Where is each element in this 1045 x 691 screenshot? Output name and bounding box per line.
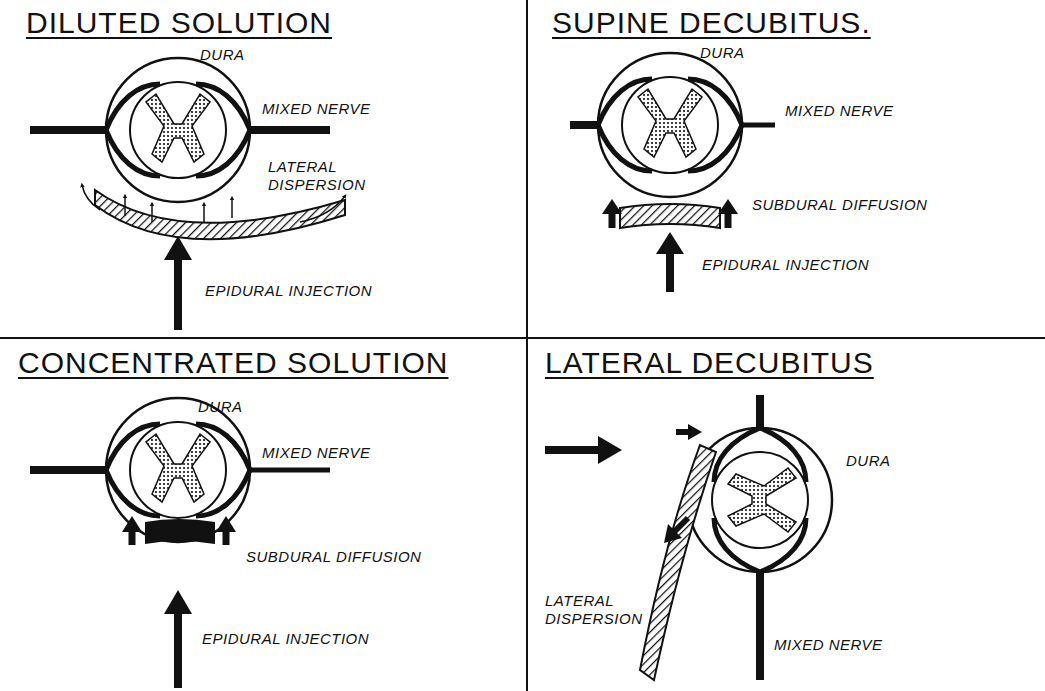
- structure-label: DURA: [700, 44, 745, 62]
- process-label: LATERAL DISPERSION: [545, 592, 640, 628]
- process-label: SUBDURAL DIFFUSION: [246, 548, 421, 566]
- process-label: SUBDURAL DIFFUSION: [752, 196, 927, 214]
- structure-label: DURA: [846, 452, 891, 470]
- structure-label: MIXED NERVE: [262, 444, 371, 462]
- process-label: EPIDURAL INJECTION: [202, 630, 369, 648]
- structure-label: DURA: [198, 398, 243, 416]
- process-label: EPIDURAL INJECTION: [205, 282, 372, 300]
- structure-label: MIXED NERVE: [774, 636, 883, 654]
- panel-heading: LATERAL DECUBITUS: [545, 346, 874, 380]
- structure-label: MIXED NERVE: [785, 102, 894, 120]
- process-label: EPIDURAL INJECTION: [702, 256, 869, 274]
- structure-label: DURA: [200, 46, 245, 64]
- structure-label: MIXED NERVE: [262, 100, 371, 118]
- process-label: LATERAL DISPERSION: [268, 158, 368, 194]
- panel-heading: SUPINE DECUBITUS.: [552, 6, 871, 40]
- panel-heading: DILUTED SOLUTION: [26, 6, 332, 40]
- panel-heading: CONCENTRATED SOLUTION: [18, 346, 448, 380]
